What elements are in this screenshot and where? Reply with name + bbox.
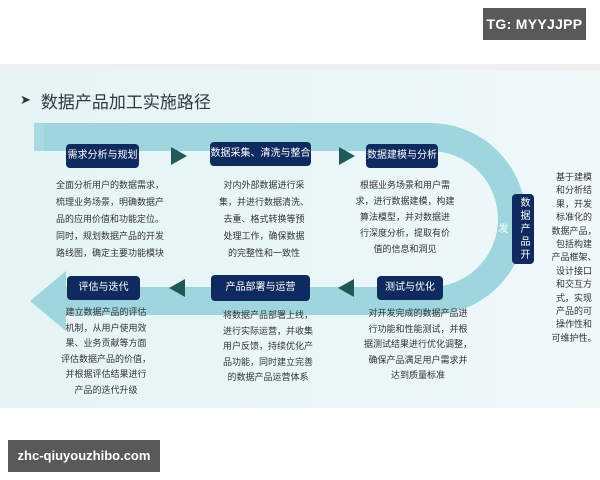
stage-desc-modeling: 根据业务场景和用户需 求，进行数据建模，构建 算法模型，并对数据进 行深度分析，… [355,178,455,258]
stage-box-evaluation: 评估与迭代 [67,276,140,300]
desc-line: 值的信息和洞见 [373,245,437,255]
desc-line: 设计接口 [555,266,592,277]
desc-line: 用户反馈，持续优化产 [222,342,313,352]
desc-line: 果，开发 [555,199,592,210]
desc-line: 进行实际运营，并收集 [222,326,313,337]
desc-line: 根据业务场景和用户需 [359,181,450,191]
desc-line: 去重、格式转换等预 [223,215,305,225]
desc-line: 求，进行数据建模，构建 [355,197,455,207]
stage-label: 产品部署与运营 [225,282,296,293]
desc-line: 产品的迭代升级 [74,385,138,396]
desc-line: 产品框架、 [551,253,597,264]
play-left-icon [169,279,185,297]
watermark-bottom: zhc-qiuyouzhibo.com [8,440,160,472]
desc-line: 的完整性和一致性 [227,249,300,259]
desc-line: 操作性和 [555,320,592,331]
desc-line: 将数据产品部署上线， [222,311,313,321]
play-right-icon [339,147,355,165]
stage-box-requirements: 需求分析与规划 [66,144,139,168]
desc-line: 对开发完成的数据产品进 [368,309,468,319]
stage-desc-evaluation: 建立数据产品的评估 机制，从用户使用效 果、业务贡献等方面 评估数据产品的价值，… [58,306,154,399]
stage-desc-deployment: 将数据产品部署上线， 进行实际运营，并收集 用户反馈，持续优化产 品功能，同时建… [218,309,318,387]
play-right-icon [171,147,187,165]
page-title-text: 数据产品加工实施路径 [40,93,211,113]
desc-line: 品的应用价值和功能定位。 [55,215,164,225]
desc-line: 处理工作，确保数据 [223,232,305,242]
u-path-band [30,123,526,331]
desc-line: 集，并进行数据清洗、 [218,198,309,208]
desc-line: 路线图，确定主要功能模块 [55,249,164,259]
desc-line: 的数据产品运营体系 [227,373,309,383]
desc-line: 对内外部数据进行采 [223,181,305,191]
stage-box-deployment: 产品部署与运营 [211,275,310,301]
stage-box-testing: 测试与优化 [377,276,443,300]
desc-line: 算法模型，并对数据进 [359,213,450,223]
desc-line: 行功能和性能测试，并根 [368,324,468,335]
desc-line: 产品的可 [555,307,592,318]
stage-desc-development: 基于建模 和分析结 果，开发 标准化的 数据产品， 包括构建 产品框架、 设计接… [548,172,600,346]
desc-line: 包括构建 [555,240,592,251]
desc-line: 机制，从用户使用效 [65,323,147,334]
desc-line: 和交互方 [555,280,592,291]
diagram-slide: ➤ 数据产品加工实施路径 需求分析与规划 全面分析用户的数据需求， 梳理业务场景… [0,64,600,408]
path-arrowhead-icon [30,271,66,331]
desc-line: 并根据评估结果进行 [65,370,147,380]
desc-line: 和分析结 [555,186,592,197]
desc-line: 品功能，同时建立完善 [222,357,313,368]
slide-top-band [0,64,600,70]
desc-line: 同时，规划数据产品的开发 [55,232,164,242]
stage-desc-requirements: 全面分析用户的数据需求， 梳理业务场景，明确数据产 品的应用价值和功能定位。 同… [50,178,170,263]
desc-line: 评估数据产品的价值， [60,354,151,365]
desc-line: 确保产品满足用户需求并 [368,355,468,366]
page-title: ➤ 数据产品加工实施路径 [20,88,211,113]
stage-label: 数据采集、清洗与整合 [210,148,311,159]
desc-line: 达到质量标准 [390,371,445,381]
desc-line: 行深度分析，提取有价 [359,229,450,239]
stage-box-modeling: 数据建模与分析 [366,144,438,168]
stage-label: 测试与优化 [385,282,435,293]
stage-label: 数据建模与分析 [367,150,437,161]
stage-desc-testing: 对开发完成的数据产品进 行功能和性能测试，并根 据测试结果进行优化调整， 确保产… [362,307,474,385]
stage-label: 需求分析与规划 [67,150,138,161]
desc-line: 可维护性。 [551,333,597,344]
stage-box-collection: 数据采集、清洗与整合 [210,142,311,166]
desc-line: 据测试结果进行优化调整， [363,340,472,350]
desc-line: 数据产品， [551,226,597,237]
play-left-icon [338,279,354,297]
desc-line: 标准化的 [555,213,592,224]
watermark-top: TG: MYYJJPP [483,8,586,40]
desc-line: 建立数据产品的评估 [65,308,147,318]
desc-line: 式，实现 [555,293,592,304]
stage-box-development: 数据产品开发 [496,194,534,264]
desc-line: 果、业务贡献等方面 [65,339,147,349]
stage-label: 评估与迭代 [78,282,129,293]
desc-line: 基于建模 [555,173,592,183]
desc-line: 全面分析用户的数据需求， [55,181,164,191]
arrowhead-bullet-icon: ➤ [20,93,31,108]
stage-desc-collection: 对内外部数据进行采 集，并进行数据清洗、 去重、格式转换等预 处理工作，确保数据… [218,178,310,263]
desc-line: 梳理业务场景，明确数据产 [55,198,164,208]
